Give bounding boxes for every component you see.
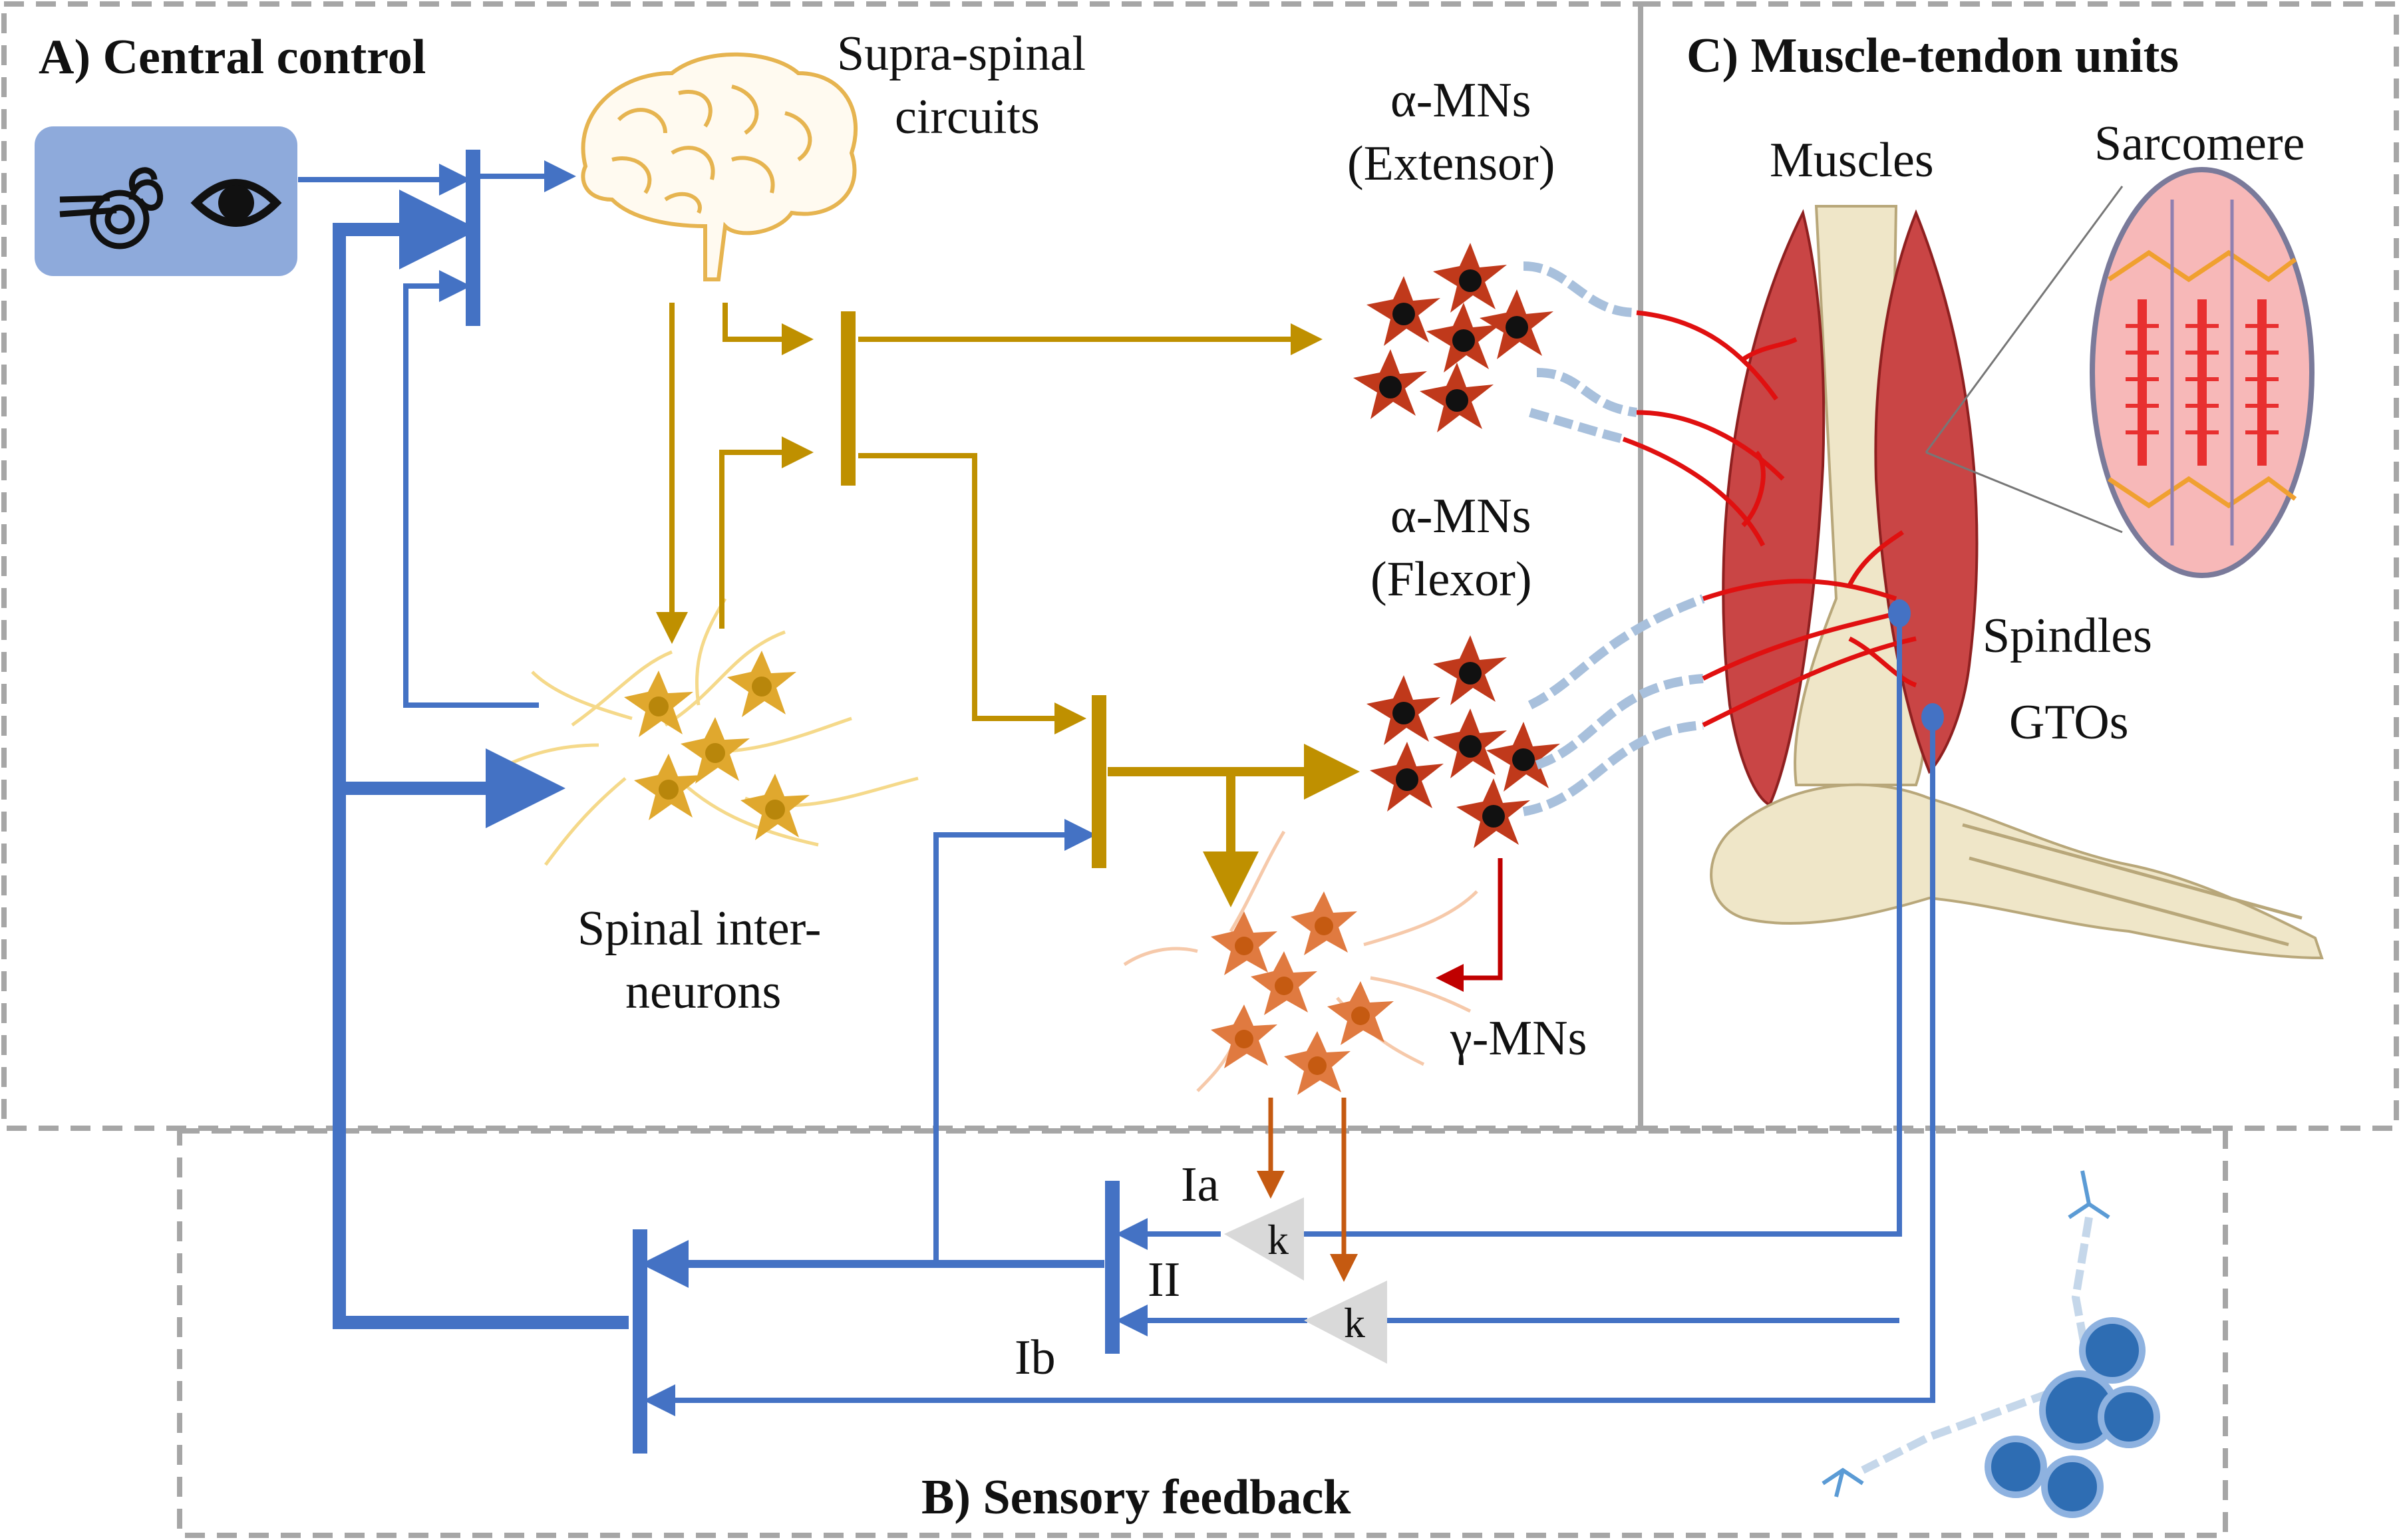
- eye-icon: [190, 179, 282, 227]
- panel-c-title: C) Muscle-tendon units: [1686, 29, 2179, 83]
- leg-muscle-icon: [1622, 205, 2324, 960]
- ear-icon: [59, 167, 164, 249]
- gamma-mns-icon: [1123, 830, 1478, 1095]
- spinal-interneurons-icon: [491, 597, 919, 866]
- feedback-pathways: [298, 150, 1935, 1454]
- muscles-label: Muscles: [1770, 133, 1934, 188]
- alpha-mns-extensor-icon: [1353, 243, 1553, 432]
- panel-b-title: B) Sensory feedback: [921, 1470, 1351, 1525]
- alpha-gamma-coupling: [1436, 858, 1503, 992]
- gain-label-ii: k: [1344, 1299, 1365, 1346]
- panel-b-border: [177, 1128, 2228, 1538]
- supraspinal-label-2: circuits: [895, 90, 1040, 144]
- gain-block-ii: k: [1304, 1281, 1387, 1364]
- gain-label-ia: k: [1267, 1216, 1289, 1263]
- alpha-ext-label-1: α-MNs: [1390, 73, 1531, 128]
- motor-pathways: [656, 303, 1360, 907]
- motor-axons: [1522, 261, 1705, 816]
- sarcomere-icon: [1925, 167, 2315, 578]
- alpha-ext-label-2: (Extensor): [1347, 136, 1555, 191]
- panel-a-title: A) Central control: [39, 30, 426, 84]
- alpha-flex-label-2: (Flexor): [1370, 552, 1532, 607]
- sensory-neuron-icon: [1822, 1170, 2160, 1518]
- ii-label: II: [1148, 1253, 1180, 1307]
- gtos-label: GTOs: [2009, 695, 2129, 750]
- alpha-flex-label-1: α-MNs: [1390, 489, 1531, 543]
- ia-label: Ia: [1181, 1157, 1219, 1212]
- alpha-mns-flexor-icon: [1366, 635, 1560, 848]
- brain-icon: [581, 52, 858, 281]
- gamma-drive-lines: [1257, 1098, 1358, 1282]
- sarcomere-label: Sarcomere: [2094, 116, 2305, 171]
- spindles-label: Spindles: [1983, 609, 2152, 663]
- external-senses-box: [35, 126, 297, 276]
- gamma-mns-label: γ-MNs: [1450, 1011, 1587, 1066]
- interneurons-label-2: neurons: [625, 965, 781, 1019]
- spindle-sensor-dot: [1888, 599, 1911, 627]
- interneurons-label-1: Spinal inter-: [577, 901, 821, 956]
- supraspinal-label-1: Supra-spinal: [837, 27, 1086, 81]
- gto-sensor-dot: [1921, 703, 1944, 731]
- panel-c-border: [1638, 1, 2399, 1131]
- gain-block-ia: k: [1224, 1197, 1304, 1281]
- ib-label: Ib: [1015, 1330, 1056, 1385]
